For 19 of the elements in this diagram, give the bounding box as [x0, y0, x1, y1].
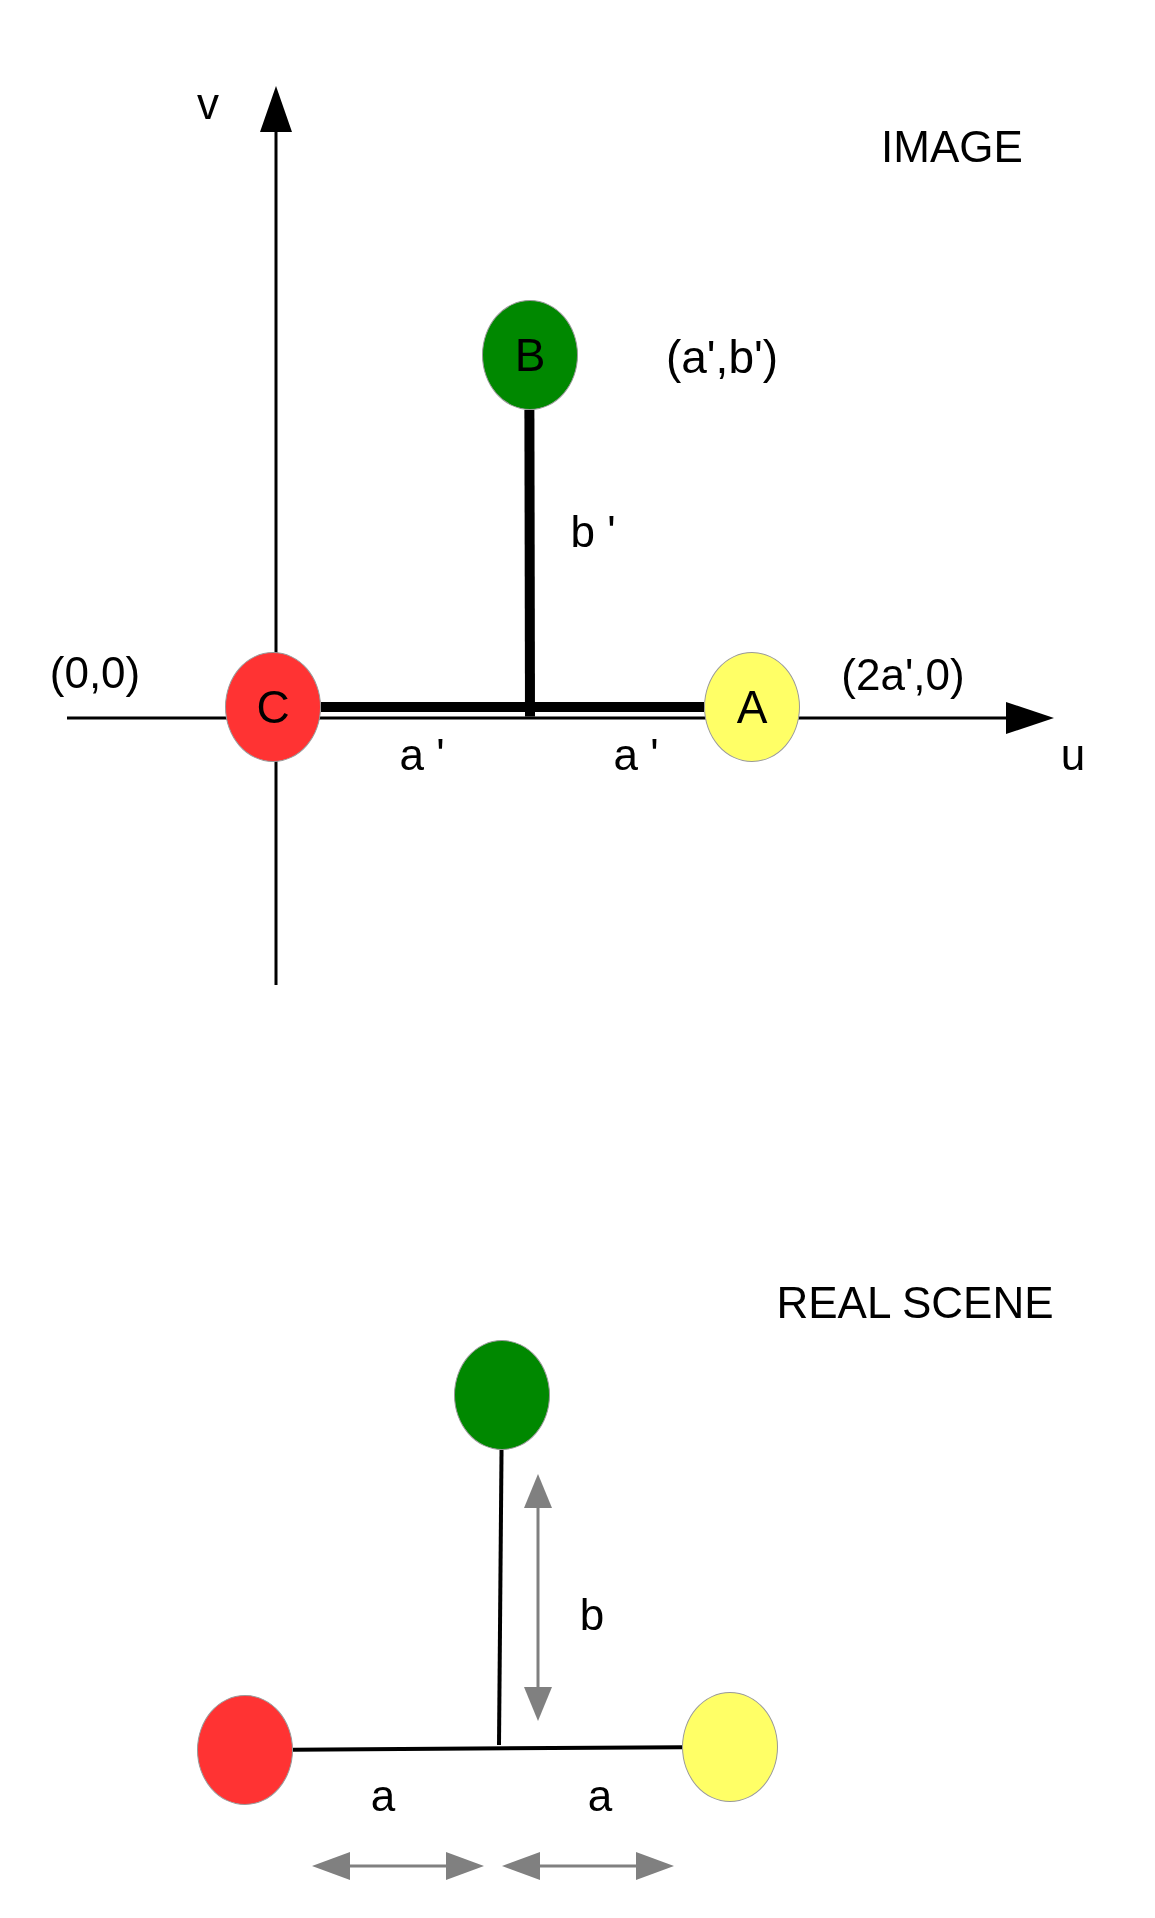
coordinate-label: (0,0) [49, 651, 141, 695]
coordinate-label: (2a',0) [841, 653, 965, 697]
panel-title: REAL SCENE [776, 1281, 1054, 1325]
connector-line [497, 1450, 504, 1745]
point-letter: A [736, 684, 768, 730]
axis-label: v [197, 82, 219, 126]
connector-line [321, 702, 704, 712]
dimension-label: a [587, 1774, 613, 1818]
dimension-label: a [370, 1774, 396, 1818]
dimension-label: b ' [570, 510, 616, 554]
panel-title: IMAGE [881, 125, 1023, 169]
dimension-label: a ' [399, 733, 445, 777]
dimension-label: b [579, 1593, 605, 1637]
connector-line [524, 410, 535, 717]
point-letter: B [514, 332, 546, 378]
dimension-label: a ' [613, 733, 659, 777]
axis-label: u [1060, 733, 1086, 777]
point-letter: C [256, 684, 290, 730]
connector-line [293, 1745, 682, 1752]
